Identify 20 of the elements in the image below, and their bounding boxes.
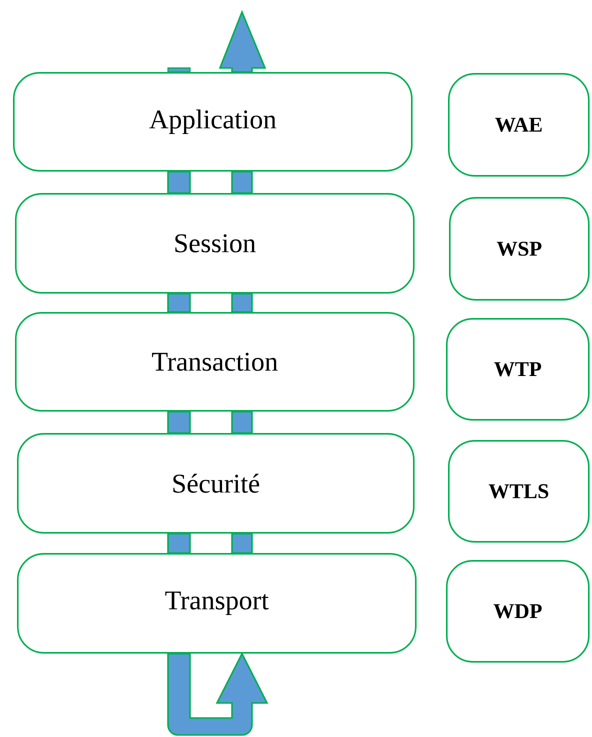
connector-strip [167,532,191,554]
layer-box: Transaction [15,312,415,412]
layer-box: Application [13,72,413,172]
connector-strip [231,410,253,434]
layer-box: Session [15,193,415,294]
connector-strip [231,170,253,194]
connector-strip [167,170,191,194]
layer-box: Sécurité [17,433,415,534]
layer-box: Transport [17,553,417,654]
connector-strip [167,410,191,434]
connector-strip [167,292,191,313]
protocol-box: WAE [448,73,590,177]
protocol-box: WTP [446,318,590,421]
protocol-box: WSP [449,197,590,301]
protocol-box: WTLS [448,440,590,543]
connector-strip [231,532,253,554]
protocol-box: WDP [446,560,590,663]
connector-strip [231,292,253,313]
arrow [218,10,266,73]
arrow [167,652,268,736]
